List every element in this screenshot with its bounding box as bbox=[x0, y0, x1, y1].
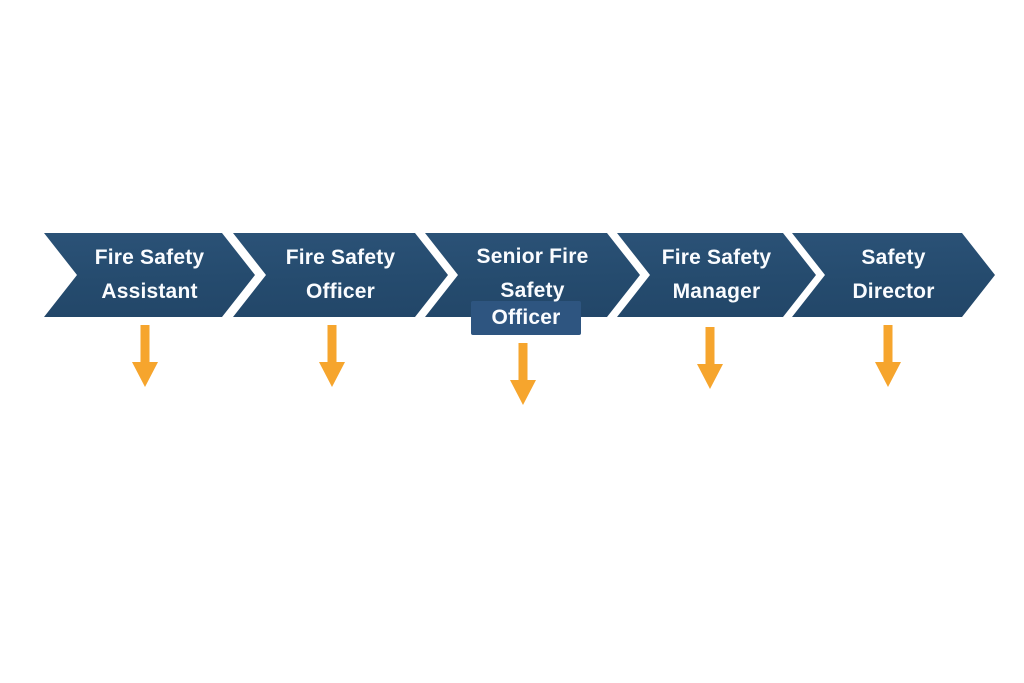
step-label-line: Safety bbox=[500, 279, 565, 302]
down-arrow-icon bbox=[132, 325, 158, 387]
down-arrow-icon bbox=[697, 327, 723, 389]
down-arrow-glyph bbox=[875, 325, 901, 387]
chevron-shape bbox=[233, 233, 448, 317]
step-label: Fire Safety Manager bbox=[650, 233, 783, 317]
down-arrow-icon bbox=[510, 343, 536, 405]
chevron-shape bbox=[617, 233, 816, 317]
step-label-overflow-chip: Officer bbox=[471, 301, 581, 335]
step-chevron-fire-safety-manager: Fire Safety Manager bbox=[617, 233, 816, 317]
step-label-line: Director bbox=[852, 280, 935, 303]
step-label-line: Assistant bbox=[101, 280, 198, 303]
step-label-line: Fire Safety bbox=[94, 246, 205, 269]
step-label-line: Senior Fire bbox=[476, 245, 589, 268]
step-label: Fire Safety Assistant bbox=[77, 233, 222, 317]
step-label-line: Manager bbox=[672, 280, 761, 303]
chevron-shape bbox=[792, 233, 995, 317]
down-arrow-glyph bbox=[697, 327, 723, 389]
down-arrow-icon bbox=[875, 325, 901, 387]
step-label-line: Fire Safety bbox=[661, 246, 772, 269]
step-label: Safety Director bbox=[825, 233, 962, 317]
step-chevron-safety-director: Safety Director bbox=[792, 233, 995, 317]
step-chevron-senior-fire-safety-officer: Senior Fire Safety Officer bbox=[425, 233, 640, 335]
step-chevron-fire-safety-officer: Fire Safety Officer bbox=[233, 233, 448, 317]
step-chevron-fire-safety-assistant: Fire Safety Assistant bbox=[44, 233, 255, 317]
step-label: Fire Safety Officer bbox=[266, 233, 415, 317]
down-arrow-glyph bbox=[132, 325, 158, 387]
step-label-line: Officer bbox=[305, 280, 376, 303]
down-arrow-glyph bbox=[319, 325, 345, 387]
down-arrow-glyph bbox=[510, 343, 536, 405]
chevron-shape bbox=[44, 233, 255, 317]
down-arrow-icon bbox=[319, 325, 345, 387]
step-label: Senior Fire Safety bbox=[458, 233, 607, 317]
step-label-line: Officer bbox=[491, 306, 561, 329]
step-label-line: Fire Safety bbox=[285, 246, 396, 269]
step-label-line: Safety bbox=[861, 246, 926, 269]
